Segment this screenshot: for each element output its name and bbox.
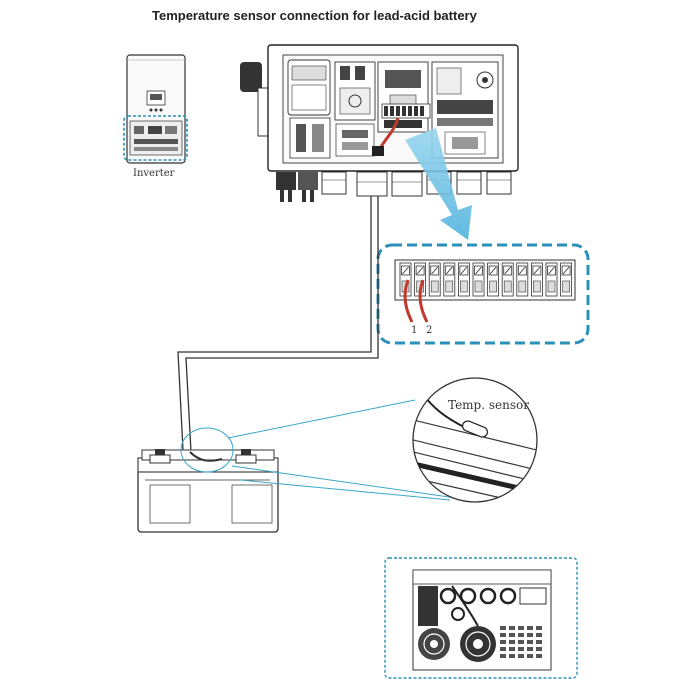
- inverter-unit-icon: [240, 44, 519, 202]
- terminal-10: [531, 262, 543, 297]
- terminal-6: [472, 262, 485, 297]
- sensor-cable: [177, 196, 379, 453]
- terminal-12: [560, 262, 572, 297]
- inverter-label: Inverter: [133, 168, 175, 179]
- diagram-title: Temperature sensor connection for lead-a…: [152, 8, 478, 23]
- callout-arrow-icon: [405, 128, 472, 240]
- terminal-8: [501, 262, 514, 297]
- terminal-7: [487, 262, 500, 297]
- temp-sensor-probe-icon: [412, 377, 538, 503]
- cable-glands: [276, 171, 512, 202]
- pin-1-label: 1: [411, 325, 417, 336]
- terminal-block-callout: 1 2: [376, 243, 590, 345]
- inverter-thumbnail-icon: [123, 54, 188, 164]
- terminal-3: [428, 262, 441, 297]
- terminal-9: [516, 262, 529, 297]
- terminal-5: [457, 262, 470, 297]
- inverter-bottom-view-icon: [384, 557, 578, 679]
- terminal-11: [545, 262, 558, 297]
- battery-icon: [137, 449, 279, 533]
- terminal-4: [443, 262, 456, 297]
- magnifier-lines: [180, 399, 471, 501]
- temp-sensor-label: Temp. sensor: [448, 398, 529, 412]
- pin-2-label: 2: [426, 325, 432, 336]
